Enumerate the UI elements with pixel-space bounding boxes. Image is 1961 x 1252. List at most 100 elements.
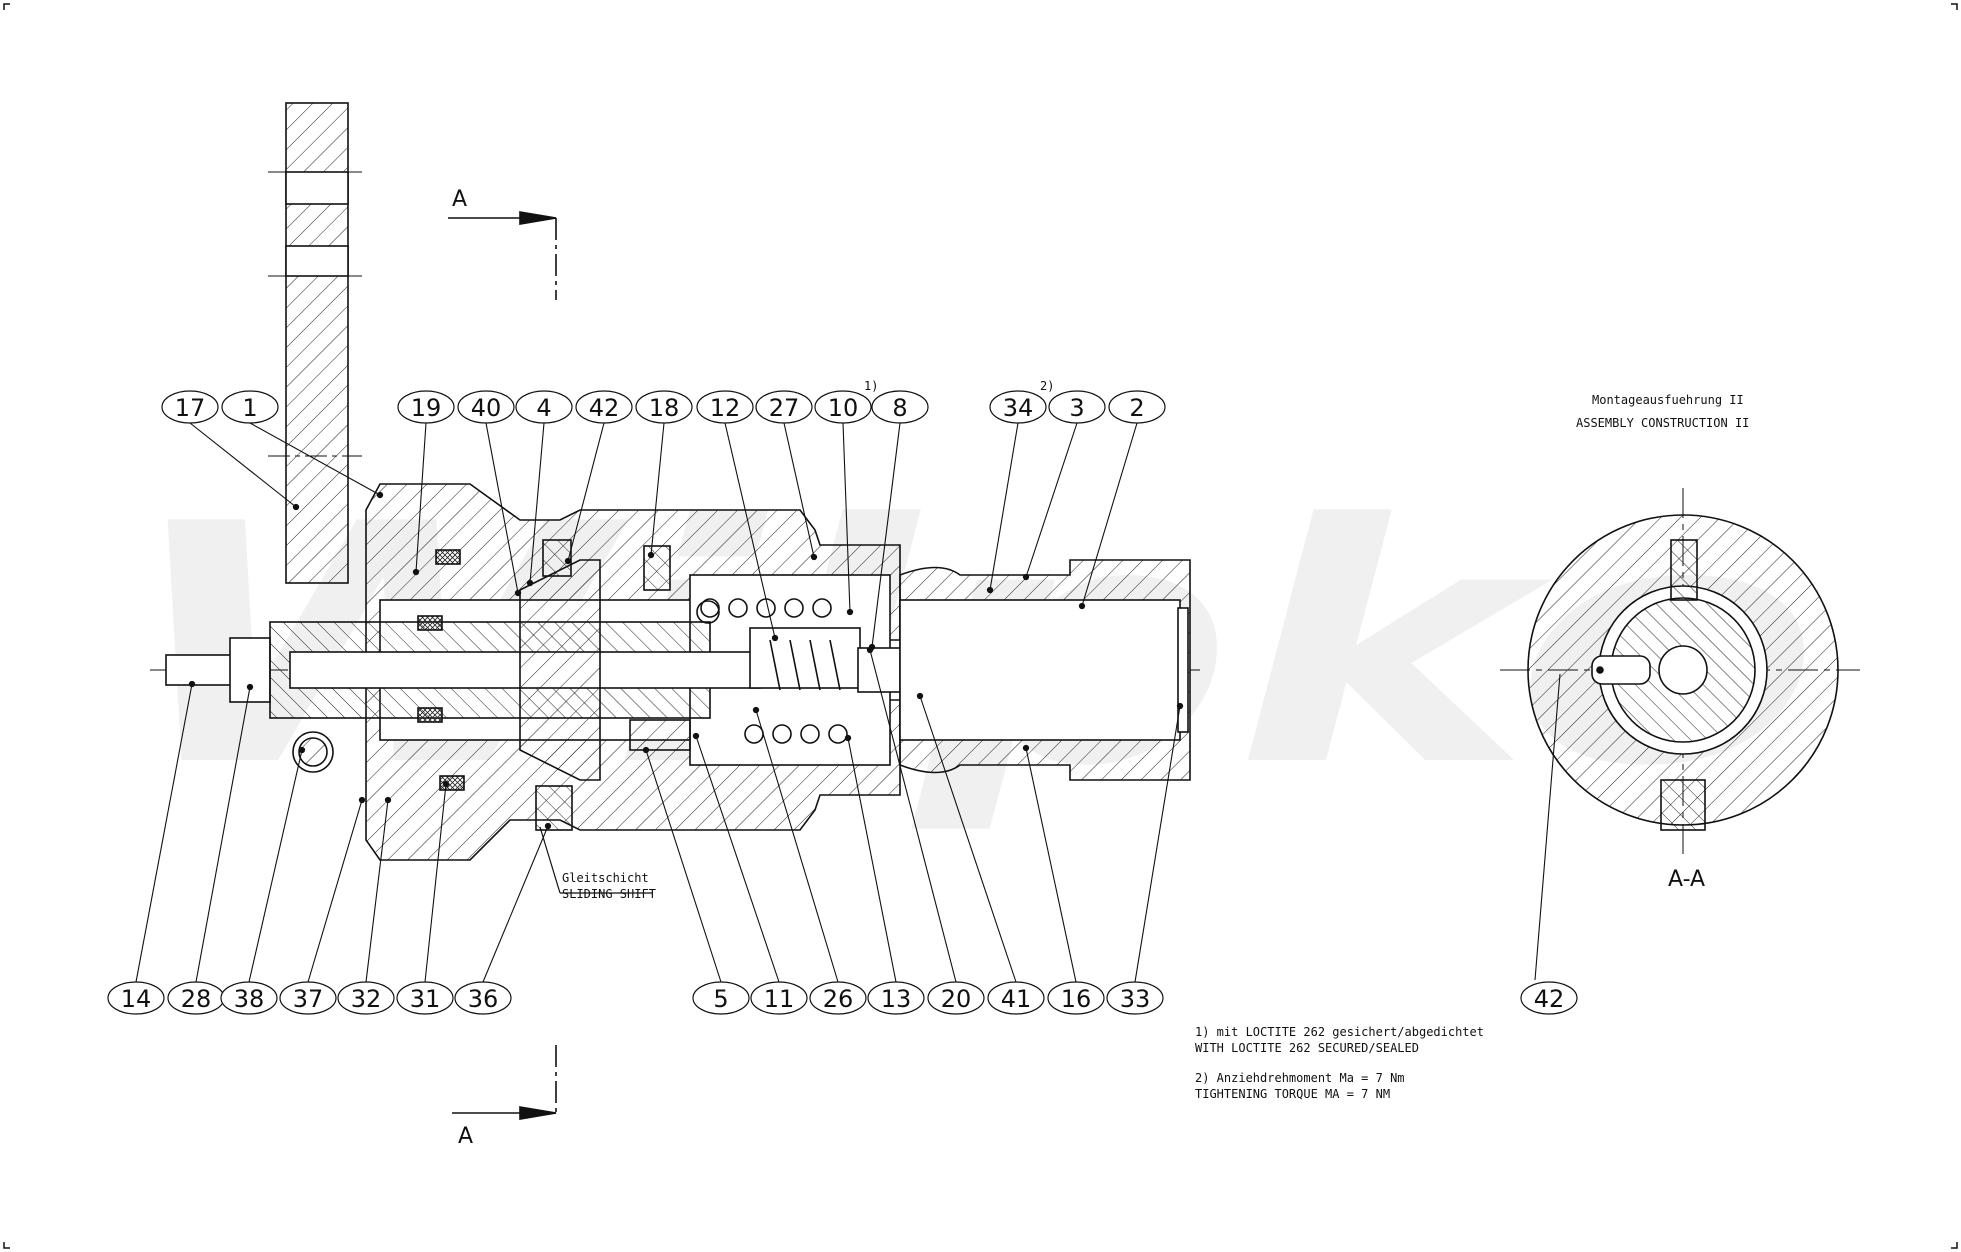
leader-dot (916, 692, 924, 700)
leader-line (755, 709, 839, 983)
part-balloon-32: 32 (337, 981, 395, 1015)
assembly-title-en: ASSEMBLY CONSTRUCTION II (1576, 416, 1749, 430)
leader-line (783, 422, 815, 558)
leader-dot (844, 734, 852, 742)
leader-line (195, 686, 251, 983)
balloon-label: 41 (1001, 985, 1032, 1013)
balloon-label: 31 (410, 985, 441, 1013)
part-balloon-4: 4 (515, 390, 573, 424)
balloon-label: 5 (713, 985, 728, 1013)
leader-line (645, 749, 722, 983)
leader-dot (384, 796, 392, 804)
part-balloon-42: 42 (575, 390, 633, 424)
balloon-label: 12 (710, 394, 741, 422)
balloon-outline (750, 981, 808, 1015)
balloon-outline (457, 390, 515, 424)
notes-block: 1) mit LOCTITE 262 gesichert/abgedichtet… (1195, 1025, 1484, 1101)
part-balloon-11: 11 (750, 981, 808, 1015)
part-balloon-18: 18 (635, 390, 693, 424)
leader-dot (1078, 602, 1086, 610)
leader-dot (298, 746, 306, 754)
leader-line (1025, 422, 1078, 578)
balloon-label: 1 (242, 394, 257, 422)
sheet-corners (3, 3, 1958, 1249)
section-center-hole (1658, 645, 1708, 695)
part-balloon-20: 20 (927, 981, 985, 1015)
part-balloon-5: 5 (692, 981, 750, 1015)
balloon-outline (755, 390, 813, 424)
leader-dot (292, 503, 300, 511)
section-marker-bottom: A (458, 1124, 473, 1149)
balloon-outline (397, 390, 455, 424)
leader-line (365, 799, 389, 983)
leader-dot (358, 796, 366, 804)
valve-spring-seat (749, 627, 861, 689)
part-balloon-40: 40 (457, 390, 515, 424)
leader-dot (1022, 573, 1030, 581)
balloon-outline (107, 981, 165, 1015)
leader-line (1081, 422, 1138, 607)
section-key-top (1670, 539, 1698, 601)
piston (519, 559, 601, 781)
lateral-screw (292, 731, 334, 773)
leader-line (135, 683, 193, 983)
part-balloon-26: 26 (809, 981, 867, 1015)
leader-dot (188, 680, 196, 688)
part-balloon-17: 17 (161, 390, 219, 424)
leader-dot (986, 586, 994, 594)
balloon-outline (1106, 981, 1164, 1015)
part-balloon-1: 1 (221, 390, 279, 424)
leader-lines (135, 422, 1184, 983)
balloon-outline (1108, 390, 1166, 424)
seal-ring (417, 615, 443, 631)
main-section-view (150, 102, 1200, 861)
part-balloon-34: 34 (989, 390, 1047, 424)
leader-dot (866, 646, 874, 654)
leader-line (415, 422, 427, 573)
balloon-outline (515, 390, 573, 424)
leader-line (871, 422, 901, 648)
part-balloon-13: 13 (867, 981, 925, 1015)
balloon-label: 40 (471, 394, 502, 422)
balloon-label: 36 (468, 985, 499, 1013)
part-balloon-12: 12 (696, 390, 754, 424)
balloon-label: 33 (1120, 985, 1151, 1013)
balloon-label: 8 (892, 394, 907, 422)
leader-line (189, 422, 297, 508)
part-balloon-36: 36 (454, 981, 512, 1015)
leader-line (424, 783, 447, 983)
leader-dot (1176, 702, 1184, 710)
footnote-mark-2: 2) (1040, 379, 1054, 393)
leader-dot (642, 746, 650, 754)
leader-line (919, 695, 1017, 983)
leader-dot (246, 683, 254, 691)
balloon-outline (927, 981, 985, 1015)
part-balloon-2: 2 (1108, 390, 1166, 424)
note-2-de: 2) Anziehdrehmoment Ma = 7 Nm (1195, 1071, 1405, 1085)
end-cap (1177, 607, 1189, 733)
leader-dot (376, 491, 384, 499)
balloon-label: 26 (823, 985, 854, 1013)
seal-ring (417, 707, 443, 723)
section-caption: A-A (1668, 867, 1705, 892)
assembly-title-de: Montageausfuehrung II (1592, 393, 1744, 407)
part-balloon-33: 33 (1106, 981, 1164, 1015)
leader-dot (692, 732, 700, 740)
note-1-de: 1) mit LOCTITE 262 gesichert/abgedichtet (1195, 1025, 1484, 1039)
balloon-label: 27 (769, 394, 800, 422)
balloon-label: 4 (536, 394, 551, 422)
leader-dot (771, 634, 779, 642)
part-balloon-28: 28 (167, 981, 225, 1015)
part-balloon-3: 3 (1048, 390, 1106, 424)
balloon-label: 38 (234, 985, 265, 1013)
leader-line (248, 749, 303, 983)
part-balloon-41: 41 (987, 981, 1045, 1015)
balloon-outline (220, 981, 278, 1015)
leader-dot (442, 780, 450, 788)
footnote-mark-1: 1) (864, 379, 878, 393)
set-screw (643, 545, 671, 591)
balloon-label: 17 (175, 394, 206, 422)
balloon-outline (396, 981, 454, 1015)
set-screw (542, 539, 572, 577)
